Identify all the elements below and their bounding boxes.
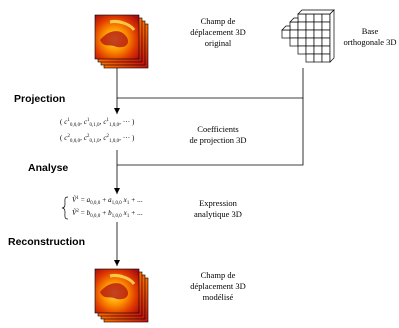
base-line-1: Base — [361, 26, 379, 36]
expression-row-1: Ṽ1 = a0,0,0 + a1,0,0 x1 + ... — [72, 196, 143, 206]
coefficients-line-2: de projection 3D — [189, 135, 247, 145]
base-label: Base orthogonale 3D — [340, 26, 399, 48]
base-line-2: orthogonale 3D — [343, 37, 397, 47]
expression-line-1: Expression — [199, 198, 237, 208]
coefficients-label: Coefficients de projection 3D — [178, 124, 258, 146]
original-field-line-2: déplacement 3D — [190, 27, 246, 37]
expression-row-2: Ṽ2 = b0,0,0 + b1,0,0 x1 + ... — [72, 209, 143, 219]
expression-brace — [61, 196, 69, 220]
original-field-stack — [94, 14, 149, 69]
coefficients-line-1: Coefficients — [197, 124, 239, 134]
modeled-field-label: Champ de déplacement 3D modélisé — [178, 270, 258, 303]
modeled-field-line-3: modélisé — [202, 292, 234, 302]
base-to-analyse-line — [117, 98, 304, 166]
modeled-field-line-2: déplacement 3D — [190, 281, 246, 291]
base-to-projection-line — [117, 68, 304, 99]
step-analyse: Analyse — [28, 162, 69, 174]
modeled-field-stack — [94, 268, 149, 323]
expression-line-2: analytique 3D — [194, 209, 242, 219]
original-field-label: Champ de déplacement 3D original — [178, 16, 258, 49]
step-reconstruction: Reconstruction — [8, 236, 86, 248]
original-field-line-1: Champ de — [200, 16, 236, 26]
coefficient-row-1: ( c10,0,0, c10,1,0, c11,0,0, ··· ) — [60, 118, 135, 128]
connectors — [114, 68, 304, 266]
step-projection: Projection — [14, 93, 66, 105]
original-field-line-3: original — [204, 38, 232, 48]
coefficient-row-2: ( c20,0,0, c20,1,0, c21,0,0, ··· ) — [60, 134, 135, 144]
modeled-field-line-1: Champ de — [200, 270, 236, 280]
expression-label: Expression analytique 3D — [178, 198, 258, 220]
orthogonal-base-cubes — [281, 9, 335, 63]
